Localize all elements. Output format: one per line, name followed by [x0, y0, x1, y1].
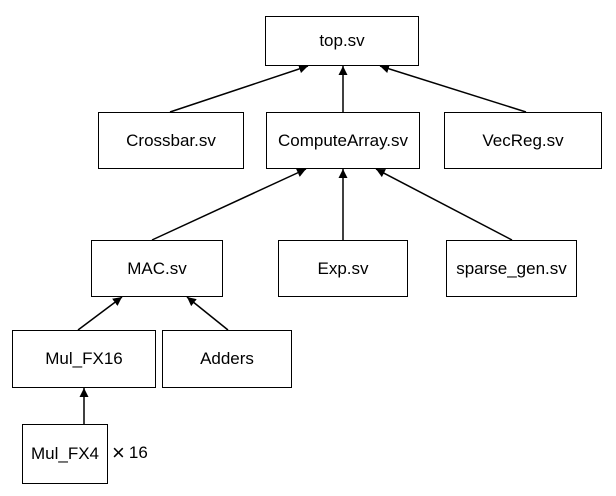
edge-adders-to-mac: [186, 296, 229, 331]
node-top: top.sv: [265, 16, 419, 66]
node-adders: Adders: [162, 330, 292, 388]
edge-mac-to-compute-array: [151, 168, 307, 241]
node-crossbar: Crossbar.sv: [98, 112, 244, 169]
node-mul-fx4: Mul_FX4: [22, 424, 108, 484]
node-mul-fx16: Mul_FX16: [12, 330, 156, 388]
node-sparse-gen: sparse_gen.sv: [446, 240, 577, 297]
edge-crossbar-to-top: [169, 64, 309, 113]
edge-vecreg-to-top: [379, 64, 527, 113]
node-exp: Exp.sv: [278, 240, 408, 297]
edge-sparse-gen-to-compute-array: [375, 168, 513, 241]
times-icon: ×: [112, 440, 125, 465]
multiplier-count: 16: [128, 443, 148, 462]
node-mac: MAC.sv: [91, 240, 223, 297]
edge-mul-fx16-to-mac: [77, 296, 123, 331]
node-compute-array: ComputeArray.sv: [266, 112, 420, 169]
node-vecreg: VecReg.sv: [444, 112, 602, 169]
multiplier-label: × 16: [112, 442, 148, 464]
